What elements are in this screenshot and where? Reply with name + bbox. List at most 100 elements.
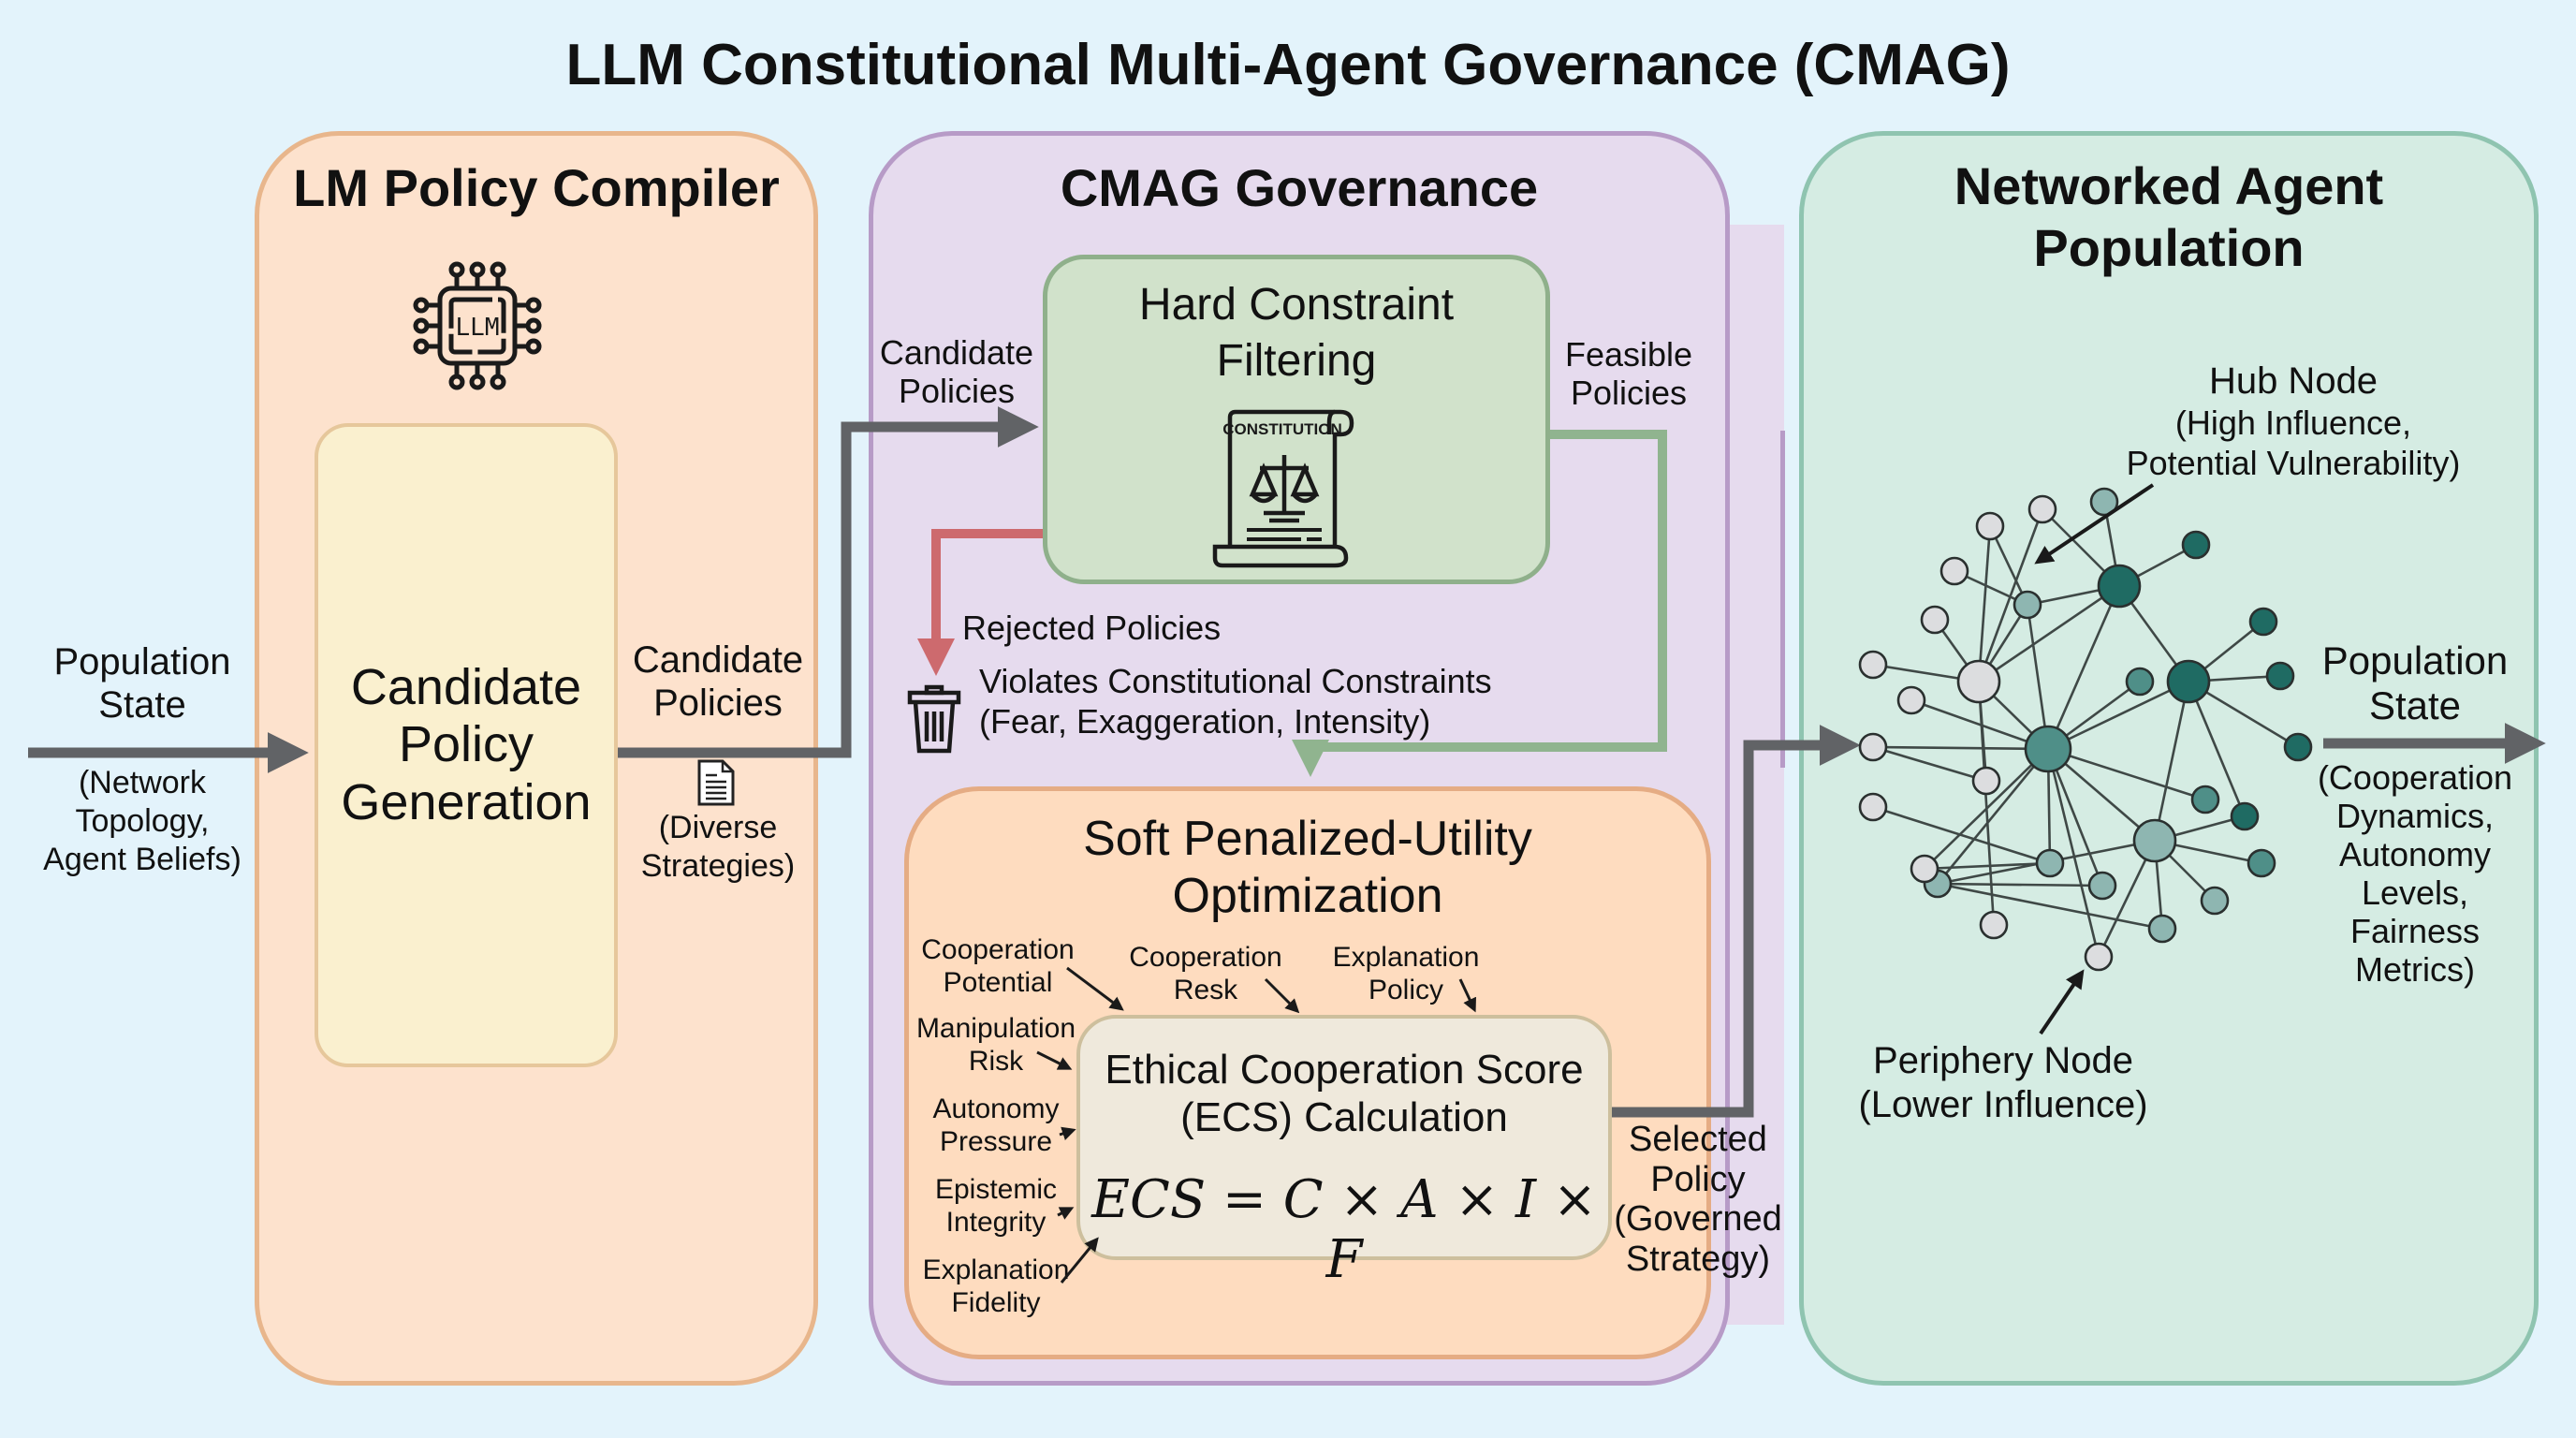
governance-divider (1780, 431, 1785, 768)
agent-node (2087, 871, 2117, 901)
agent-node (2248, 607, 2278, 637)
hard-constraint-title-line1: Hard Constraint (1138, 280, 1455, 330)
ecs-title: Ethical Cooperation Score (ECS) Calculat… (1076, 1047, 1612, 1141)
factor-arrow (1264, 977, 1300, 1014)
periphery-node (1920, 605, 1950, 635)
agent-node (2283, 732, 2313, 762)
hard-constraint-title: Hard Constraint Filtering (1043, 277, 1550, 389)
agent-node (2024, 725, 2072, 773)
feasible-label-line1: Feasible (1564, 335, 1693, 374)
factor-cooperation-risk: Cooperation Resk (1112, 942, 1299, 1006)
periphery-label-line1: Periphery Node (1873, 1040, 2133, 1081)
input-detail-line3: Agent Beliefs) (43, 841, 242, 877)
network-edge (2047, 680, 2189, 751)
diagram-title: LLM Constitutional Multi-Agent Governanc… (565, 33, 2011, 97)
factor-line2: Risk (968, 1045, 1024, 1077)
agent-node (2132, 818, 2177, 863)
network-edge (2046, 748, 2104, 887)
soft-optimization-title: Soft Penalized-Utility Optimization (904, 811, 1711, 926)
feasible-label: Feasible Policies (1535, 335, 1722, 413)
compiler-output-detail-line2: Strategies) (640, 847, 796, 884)
document-icon (697, 759, 735, 806)
factor-line2: Integrity (945, 1206, 1046, 1238)
output-state-label: Population State (2303, 638, 2527, 729)
compiler-output-line1: Candidate (632, 639, 804, 681)
network-edge (2153, 681, 2190, 842)
input-detail-line2: Topology, (75, 802, 210, 839)
periphery-node-label: Periphery Node (Lower Influence) (1835, 1039, 2172, 1127)
input-state-detail: (Network Topology, Agent Beliefs) (11, 764, 273, 878)
factor-line1: Autonomy (932, 1093, 1060, 1124)
network-edge (1977, 508, 2044, 682)
network-edge (2047, 747, 2206, 801)
factor-manipulation-risk: Manipulation Risk (904, 1013, 1088, 1078)
rejected-reason-line2: (Fear, Exaggeration, Intensity) (979, 702, 1431, 741)
network-title: Networked Agent Population (1799, 155, 2539, 279)
selected-policy-arrow (1612, 725, 1861, 1118)
periphery-label-line2: (Lower Influence) (1858, 1084, 2148, 1126)
trash-icon (907, 684, 961, 754)
output-label-line1: Population (2321, 638, 2509, 682)
agent-network-graph (1858, 487, 2313, 972)
network-edge (1937, 882, 2103, 888)
factor-arrow (1059, 1126, 1076, 1140)
agent-node (2230, 801, 2260, 831)
input-detail-line1: (Network (78, 765, 207, 800)
ecs-title-line2: (ECS) Calculation (1180, 1093, 1508, 1140)
network-title-line1: Networked Agent (1954, 156, 2384, 215)
periphery-node (1971, 766, 2001, 796)
input-label-line2: State (98, 684, 186, 726)
hub-node (2097, 564, 2142, 609)
periphery-node (1896, 685, 1926, 715)
periphery-pointer-arrow (2039, 969, 2085, 1035)
hub-label-line1: Hub Node (2208, 360, 2378, 402)
llm-chip-icon: LLM (413, 261, 542, 390)
hub-node-label: Hub Node (High Influence, Potential Vuln… (2003, 360, 2576, 483)
periphery-node (1910, 854, 1939, 884)
agent-node (2089, 487, 2119, 517)
rejected-arrow (917, 529, 1043, 676)
output-detail-line: Autonomy (2338, 835, 2492, 874)
ecs-calculation-box (1076, 1015, 1612, 1260)
periphery-node (1975, 511, 2005, 541)
input-state-label: Population State (11, 640, 273, 726)
periphery-node (2027, 494, 2057, 524)
output-detail-line: Fairness (2349, 912, 2481, 951)
factor-line1: Cooperation (921, 934, 1075, 965)
governance-title: CMAG Governance (1060, 158, 1539, 217)
output-detail-line: Metrics) (2355, 950, 2475, 990)
governance-input-label: Candidate Policies (865, 333, 1048, 411)
governance-input-line1: Candidate (879, 333, 1034, 372)
candidate-policies-arrow (618, 406, 1039, 758)
compiler-output-line2: Policies (653, 682, 783, 724)
factor-arrow (1036, 1050, 1073, 1070)
network-edge (2046, 585, 2121, 750)
constitution-scroll-icon: CONSTITUTION (1212, 409, 1354, 568)
network-edge (1924, 748, 2049, 870)
factor-line1: Explanation (1332, 942, 1480, 973)
agent-node (2147, 914, 2177, 944)
constitution-icon-label: CONSTITUTION (1222, 420, 1342, 438)
network-edge (1872, 745, 1987, 783)
compiler-output-detail: (Diverse Strategies) (618, 809, 818, 886)
network-edge (2026, 604, 2050, 750)
factor-arrow (1458, 978, 1476, 1013)
hard-constraint-title-line2: Filtering (1216, 336, 1377, 386)
input-label-line1: Population (53, 641, 231, 682)
agent-node (2265, 661, 2295, 691)
factor-autonomy-pressure: Autonomy Pressure (904, 1093, 1088, 1158)
agent-node (2190, 785, 2220, 814)
network-edge (1937, 882, 2163, 931)
network-edge (1977, 525, 1992, 682)
output-detail-line: Dynamics, (2335, 797, 2495, 836)
selected-policy-label: Selected Policy (Governed Strategy) (1606, 1120, 1790, 1279)
network-title-line2: Population (2033, 218, 2305, 278)
factor-arrow (1057, 1207, 1075, 1220)
factor-line2: Pressure (939, 1125, 1053, 1157)
network-edge (1978, 584, 2120, 683)
periphery-node (1956, 659, 2001, 704)
output-state-detail: (Cooperation Dynamics, Autonomy Levels, … (2303, 758, 2527, 989)
selected-line4: Strategy) (1625, 1239, 1771, 1279)
periphery-node (1858, 650, 1888, 680)
